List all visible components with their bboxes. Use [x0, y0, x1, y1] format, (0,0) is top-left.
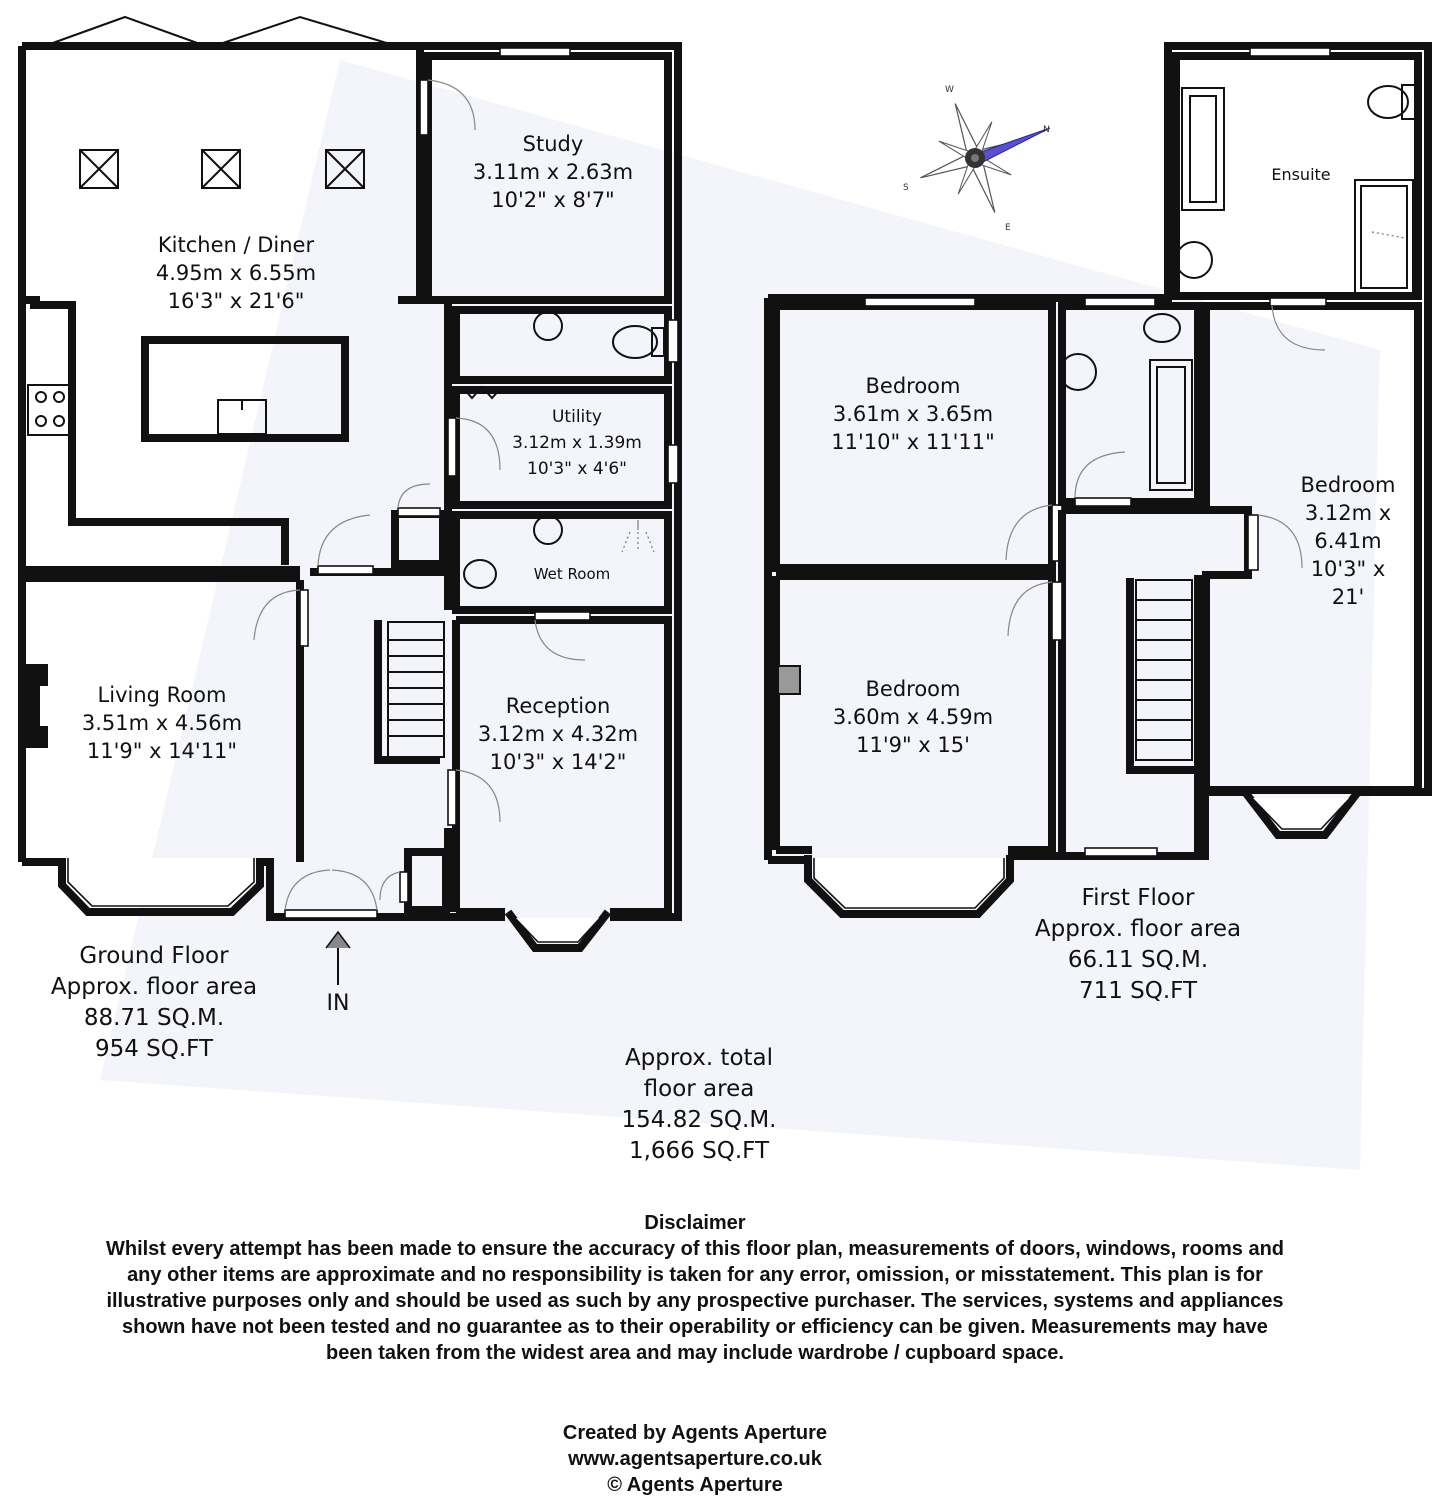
total-sqft: 1,666 SQ.FT [629, 1138, 770, 1164]
room-metric: 3.12m x 1.39m [512, 433, 642, 453]
ground-floor-area: Ground Floor Approx. floor area 88.71 SQ… [51, 943, 257, 1062]
room-metric: 6.41m [1314, 529, 1381, 553]
area-sqm: 66.11 SQ.M. [1068, 947, 1208, 973]
room-imperial: 11'10" x 11'11" [831, 430, 995, 454]
credits-copyright: © Agents Aperture [607, 1474, 783, 1496]
room-imperial: 11'9" x 14'11" [87, 739, 237, 763]
entrance-label: IN [327, 991, 350, 1016]
shower-icon [621, 520, 655, 553]
skylight-icon [79, 149, 365, 189]
room-metric: 3.60m x 4.59m [833, 705, 993, 729]
room-metric: 4.95m x 6.55m [156, 261, 316, 285]
room-metric: 3.11m x 2.63m [473, 160, 633, 184]
total-line1: Approx. total [625, 1045, 773, 1071]
compass-n-label: N [1043, 125, 1050, 135]
room-name: Wet Room [534, 565, 611, 583]
staircase [1135, 579, 1193, 761]
front-door[interactable] [284, 909, 378, 919]
room-metric: 3.12m x [1305, 501, 1391, 525]
room-name: Bedroom [1301, 473, 1396, 497]
room-name: Ensuite [1271, 165, 1330, 184]
compass-w-label: W [945, 85, 954, 95]
compass-e-label: E [1005, 223, 1011, 233]
first-floor-plan [764, 42, 1432, 918]
room-name: Bedroom [866, 374, 961, 398]
credits-website[interactable]: www.agentsaperture.co.uk [568, 1448, 822, 1470]
ground-floor-plan [18, 15, 682, 985]
area-sqm: 88.71 SQ.M. [84, 1005, 224, 1031]
room-name: Study [523, 132, 584, 156]
credits-line1: Created by Agents Aperture [562, 1422, 828, 1444]
room-imperial: 10'2" x 8'7" [491, 188, 614, 212]
toilet-icon [1143, 313, 1181, 343]
shower-icon [1354, 179, 1414, 295]
toilet-icon [463, 559, 497, 589]
room-imperial: 10'3" x 14'2" [490, 750, 627, 774]
area-title: First Floor [1082, 885, 1195, 911]
total-sqm: 154.82 SQ.M. [622, 1107, 777, 1133]
bifold-door [219, 15, 391, 45]
fireplace-icon [26, 664, 48, 748]
staircase [387, 621, 445, 758]
compass-icon: W N S E [903, 85, 1051, 233]
total-line2: floor area [644, 1076, 755, 1102]
basin-icon [533, 515, 563, 545]
toilet-icon [1367, 85, 1409, 119]
room-name: Bedroom [866, 677, 961, 701]
chimney-breast [777, 665, 801, 695]
room-name: Living Room [98, 683, 227, 707]
basin-icon [1059, 353, 1097, 391]
disclaimer: Disclaimer Whilst every attempt has been… [100, 1210, 1290, 1366]
room-name: Reception [506, 694, 611, 718]
bifold-door [49, 15, 201, 45]
room-metric: 3.12m x 4.32m [478, 722, 638, 746]
compass-s-label: S [903, 183, 909, 193]
room-imperial: 10'3" x [1311, 557, 1386, 581]
disclaimer-title: Disclaimer [644, 1212, 746, 1234]
bedroom-2-room [776, 572, 1056, 854]
room-name: Kitchen / Diner [158, 233, 315, 257]
total-area: Approx. total floor area 154.82 SQ.M. 1,… [622, 1045, 777, 1164]
bath-icon [1181, 87, 1225, 211]
entrance-arrow-icon [325, 930, 351, 985]
wet-room [452, 511, 672, 614]
toilet-icon [612, 325, 658, 359]
area-sqft: 954 SQ.FT [95, 1036, 214, 1062]
bedroom-3-room [1202, 302, 1422, 794]
room-imperial: 10'3" x 4'6" [527, 459, 627, 479]
room-name: Utility [552, 407, 602, 427]
area-sqft: 711 SQ.FT [1079, 978, 1198, 1004]
area-title: Ground Floor [79, 943, 229, 969]
disclaimer-text: Whilst every attempt has been made to en… [105, 1238, 1285, 1364]
room-imperial: 21' [1332, 585, 1365, 609]
bath-icon [1149, 359, 1193, 491]
basin-icon [533, 311, 563, 341]
kitchen-island [141, 336, 349, 442]
room-metric: 3.51m x 4.56m [82, 711, 242, 735]
room-labels: Kitchen / Diner 4.95m x 6.55m 16'3" x 21… [82, 132, 1396, 1016]
room-imperial: 16'3" x 21'6" [168, 289, 305, 313]
room-imperial: 11'9" x 15' [856, 733, 970, 757]
room-metric: 3.61m x 3.65m [833, 402, 993, 426]
hob-icon [27, 384, 71, 436]
area-subtitle: Approx. floor area [51, 974, 257, 1000]
credits: Created by Agents Aperture www.agentsape… [400, 1420, 990, 1498]
basin-icon [1175, 241, 1213, 279]
area-subtitle: Approx. floor area [1035, 916, 1241, 942]
first-floor-area: First Floor Approx. floor area 66.11 SQ.… [1035, 885, 1241, 1004]
